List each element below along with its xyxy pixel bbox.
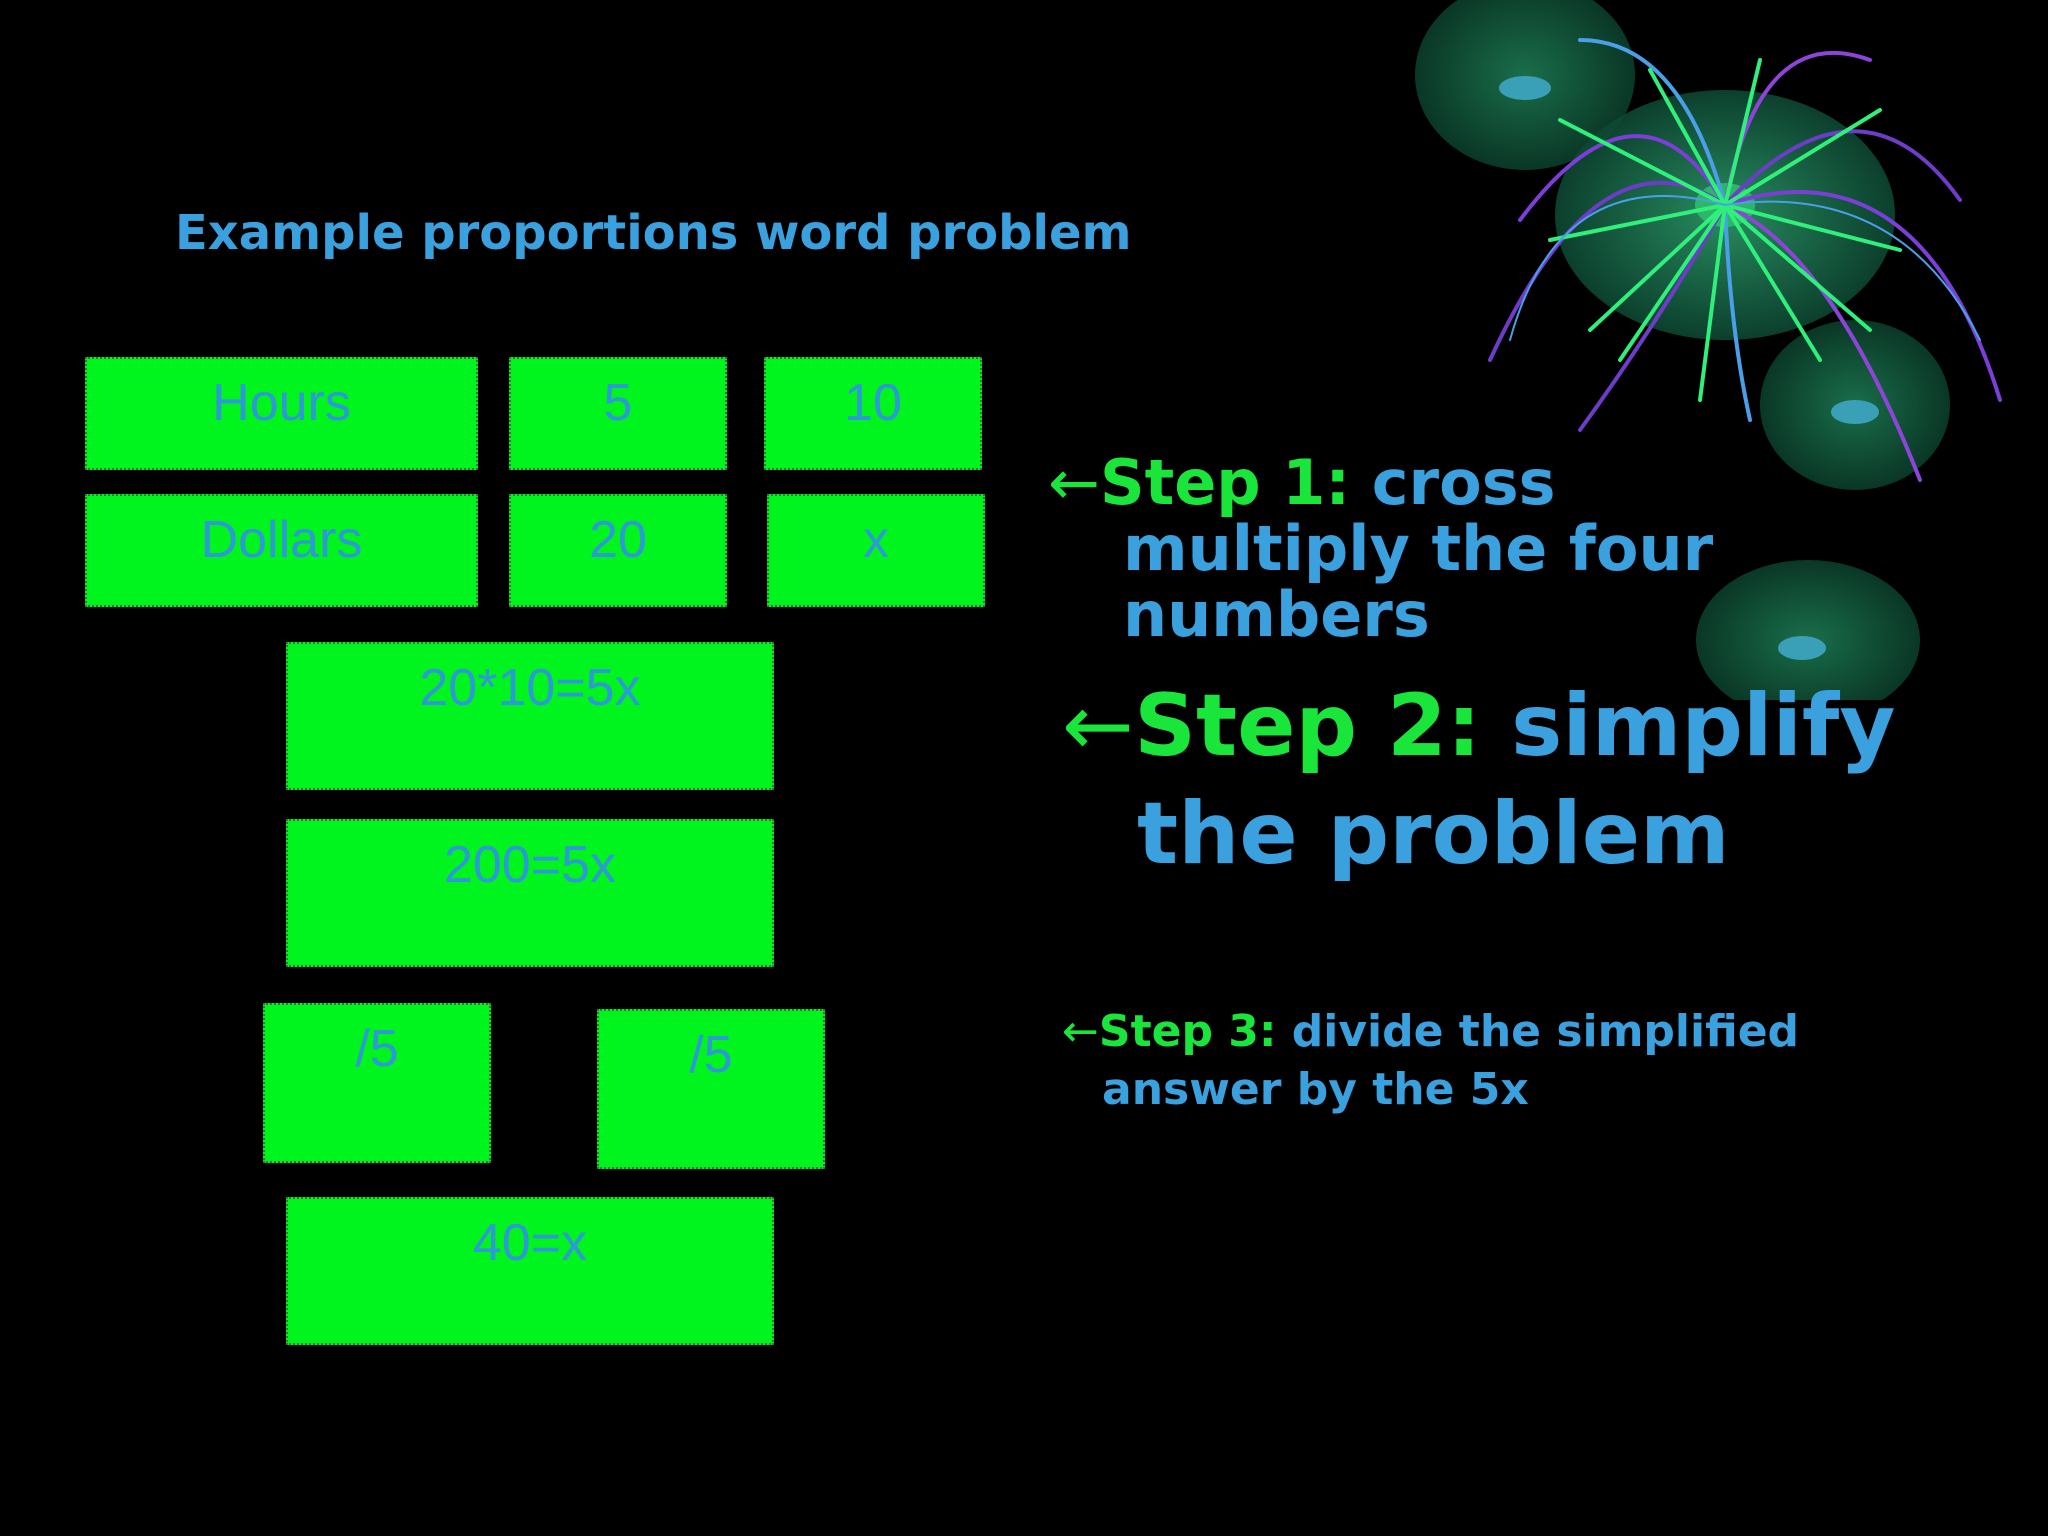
- cross-multiply-box: 20*10=5x: [286, 642, 774, 790]
- step-1-text: ←Step 1: cross multiply the four numbers: [1048, 450, 1808, 648]
- dollars-value-1-box: 20: [509, 494, 727, 607]
- divide-left-box: /5: [263, 1003, 491, 1163]
- dollars-label-box: Dollars: [85, 494, 478, 607]
- step-1-text-a: cross: [1371, 446, 1556, 519]
- step-2-label: Step 2:: [1134, 676, 1482, 776]
- hours-value-1-box: 5: [509, 357, 727, 470]
- step-1-label: Step 1:: [1099, 446, 1351, 519]
- left-arrow-icon: ←: [1062, 676, 1135, 776]
- answer-box: 40=x: [286, 1197, 774, 1345]
- simplified-box: 200=5x: [286, 819, 774, 967]
- step-2-text-a: simplify: [1511, 676, 1896, 776]
- left-arrow-icon: ←: [1048, 446, 1100, 519]
- step-3-text: ←Step 3: divide the simplified answer by…: [1062, 1003, 1962, 1119]
- step-3-label: Step 3:: [1098, 1006, 1277, 1057]
- fireworks-decoration: [1415, 0, 2002, 700]
- step-3-text-b: answer by the 5x: [1102, 1064, 1529, 1115]
- step-3-text-a: divide the simplified: [1291, 1006, 1800, 1057]
- slide-title: Example proportions word problem: [175, 205, 1132, 261]
- divide-right-box: /5: [597, 1009, 825, 1169]
- hours-label-box: Hours: [85, 357, 478, 470]
- dollars-unknown-box: x: [767, 494, 985, 607]
- hours-value-2-box: 10: [764, 357, 982, 470]
- step-2-text-b: the problem: [1137, 784, 1730, 884]
- step-1-text-b: multiply the four numbers: [1123, 512, 1714, 651]
- step-2-text: ←Step 2: simplify the problem: [1062, 672, 2022, 888]
- left-arrow-icon: ←: [1062, 1006, 1099, 1057]
